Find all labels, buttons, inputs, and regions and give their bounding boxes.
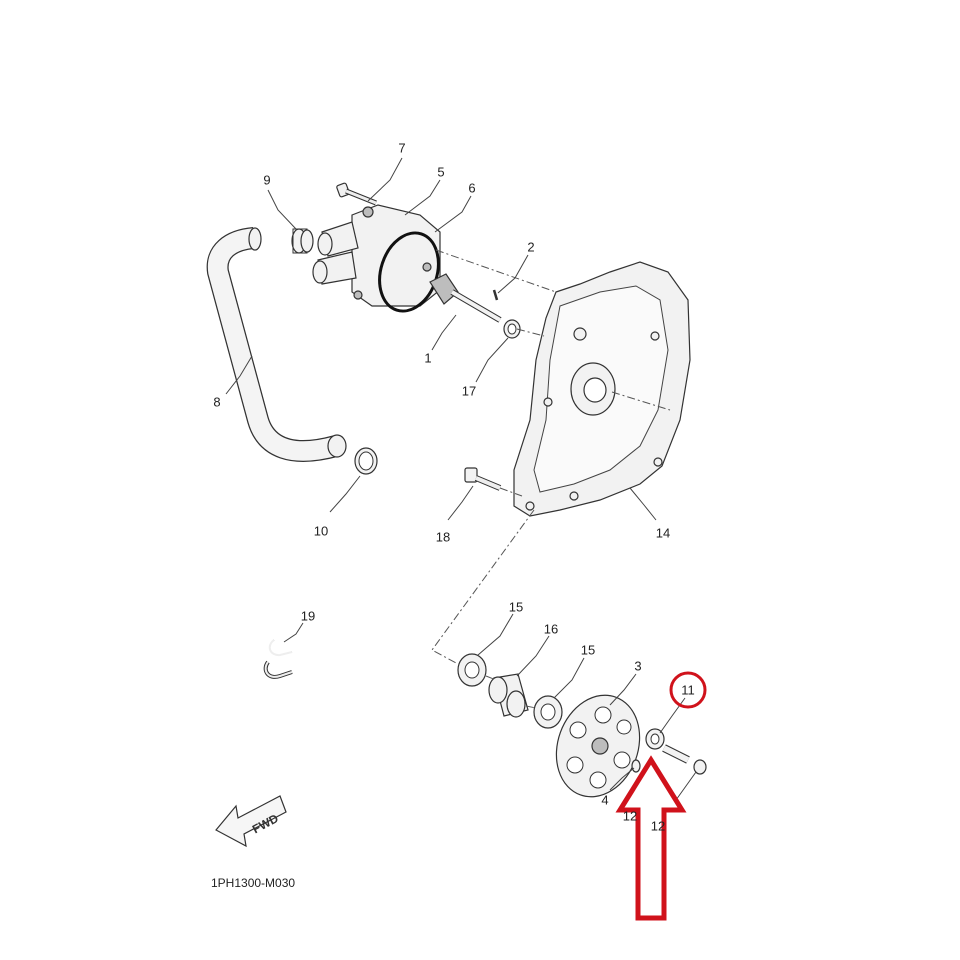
callout-9: 9 xyxy=(263,172,271,188)
callout-17: 17 xyxy=(461,383,477,399)
callout-7: 7 xyxy=(398,140,406,156)
callout-6: 6 xyxy=(468,180,476,196)
callout-14: 14 xyxy=(655,525,671,541)
drive-shaft-small xyxy=(662,744,707,775)
highlight-circle xyxy=(669,671,707,709)
bolt-top xyxy=(336,182,377,206)
oil-seal xyxy=(503,319,521,339)
clip xyxy=(263,639,293,679)
callout-10: 10 xyxy=(313,523,329,539)
pin xyxy=(492,289,499,301)
crankcase-cover xyxy=(513,261,691,517)
callout-15-right: 15 xyxy=(580,642,596,658)
callout-12-left: 12 xyxy=(622,808,638,824)
callout-2: 2 xyxy=(527,239,535,255)
drawing-code: 1PH1300-M030 xyxy=(211,876,296,890)
highlight-arrow xyxy=(615,755,687,921)
impeller-shaft xyxy=(429,273,502,323)
callout-4: 4 xyxy=(601,792,609,808)
alignment-lines xyxy=(431,249,671,709)
callout-12-right: 12 xyxy=(650,818,666,834)
callout-1: 1 xyxy=(424,350,432,366)
impeller-gear xyxy=(555,694,641,798)
water-hose xyxy=(206,227,347,462)
callout-19: 19 xyxy=(300,608,316,624)
collar xyxy=(488,673,529,718)
bearing-right xyxy=(533,695,563,729)
callout-18: 18 xyxy=(435,529,451,545)
hose-clamp-upper xyxy=(291,228,314,254)
pump-housing-cover xyxy=(312,204,441,307)
bolt-cover xyxy=(464,467,502,491)
callout-8: 8 xyxy=(213,394,221,410)
washer xyxy=(631,759,641,773)
drive-pin-bushing xyxy=(645,728,665,750)
callout-16: 16 xyxy=(543,621,559,637)
callout-15-left: 15 xyxy=(508,599,524,615)
hose-clamp-lower xyxy=(354,447,378,475)
fwd-arrow: FWD xyxy=(215,795,287,848)
callout-11: 11 xyxy=(681,682,695,698)
bearing-left xyxy=(457,653,487,687)
callout-5: 5 xyxy=(437,164,445,180)
callout-3: 3 xyxy=(634,658,642,674)
